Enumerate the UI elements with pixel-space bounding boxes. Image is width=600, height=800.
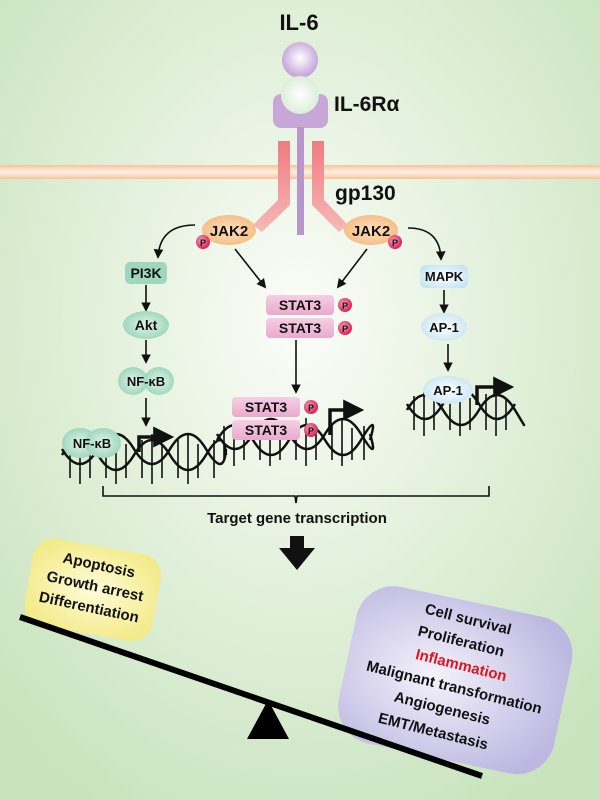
il6-ligand bbox=[282, 42, 318, 78]
stat3-node bbox=[266, 295, 334, 315]
il6-label: IL-6 bbox=[279, 10, 318, 35]
nfkb-node bbox=[118, 367, 148, 395]
il6ra-label: IL-6Rα bbox=[334, 93, 400, 116]
phospho-label: P bbox=[342, 324, 348, 334]
target-gene-bracket bbox=[102, 486, 490, 504]
stat3-node bbox=[266, 318, 334, 338]
ap1-bound-label: AP-1 bbox=[433, 383, 463, 398]
arrow-jak-to-mapk bbox=[407, 227, 446, 261]
left-outcome-box bbox=[24, 538, 161, 641]
pi3k-node bbox=[125, 262, 167, 284]
stat3-label: STAT3 bbox=[279, 297, 321, 313]
phospho-stat3-icon bbox=[338, 321, 352, 335]
nfkb-bound-label: NF-κB bbox=[73, 436, 111, 451]
jak2-right-label: JAK2 bbox=[352, 223, 390, 240]
fulcrum-icon bbox=[247, 700, 289, 739]
jak2-left-label: JAK2 bbox=[210, 223, 248, 240]
gp130-left-chain bbox=[253, 141, 290, 232]
phospho-stat3-icon bbox=[338, 298, 352, 312]
mapk-node bbox=[420, 265, 468, 288]
stat3-bound-node bbox=[232, 397, 300, 417]
stat3-bound-label: STAT3 bbox=[245, 422, 287, 438]
phospho-label: P bbox=[200, 238, 206, 248]
nfkb-label: NF-κB bbox=[127, 374, 165, 389]
stat3-bound-node bbox=[232, 420, 300, 440]
il6ra-binding-site bbox=[281, 76, 319, 114]
ap1-node bbox=[421, 313, 467, 341]
balance-beam bbox=[19, 614, 483, 779]
akt-label: Akt bbox=[135, 317, 158, 333]
target-gene-transcription-label: Target gene transcription bbox=[207, 510, 387, 527]
mapk-label: MAPK bbox=[425, 269, 464, 284]
nfkb-node bbox=[144, 367, 174, 395]
ap1-label: AP-1 bbox=[429, 320, 459, 335]
arrow-jak-left-to-stat3 bbox=[234, 248, 267, 289]
down-arrow-icon bbox=[279, 536, 315, 570]
ap1-bound-node bbox=[423, 376, 473, 404]
transcription-arrow-ap1 bbox=[475, 376, 515, 405]
pi3k-label: PI3K bbox=[130, 265, 161, 281]
nfkb-bound-node bbox=[85, 428, 121, 458]
phospho-jak2-left-icon bbox=[196, 235, 210, 249]
arrow-jak-to-pi3k bbox=[153, 224, 196, 259]
stat3-label: STAT3 bbox=[279, 320, 321, 336]
phospho-stat3-bound-icon bbox=[304, 423, 318, 437]
transcription-arrow-nfkb bbox=[137, 426, 175, 452]
phospho-stat3-bound-icon bbox=[304, 400, 318, 414]
phospho-jak2-right-icon bbox=[388, 235, 402, 249]
il6ra-stalk bbox=[297, 127, 304, 235]
phospho-label: P bbox=[342, 301, 348, 311]
jak2-left bbox=[202, 215, 256, 245]
gp130-right-chain bbox=[312, 141, 348, 232]
phospho-label: P bbox=[392, 238, 398, 248]
stat3-bound-label: STAT3 bbox=[245, 399, 287, 415]
phospho-label: P bbox=[308, 403, 314, 413]
akt-node bbox=[123, 311, 169, 339]
gp130-label: gp130 bbox=[335, 182, 396, 205]
phospho-label: P bbox=[308, 426, 314, 436]
arrow-jak-right-to-stat3 bbox=[336, 248, 368, 289]
right-outcome-box bbox=[338, 586, 573, 775]
transcription-arrow-stat3 bbox=[328, 399, 365, 435]
jak2-right bbox=[344, 215, 398, 245]
